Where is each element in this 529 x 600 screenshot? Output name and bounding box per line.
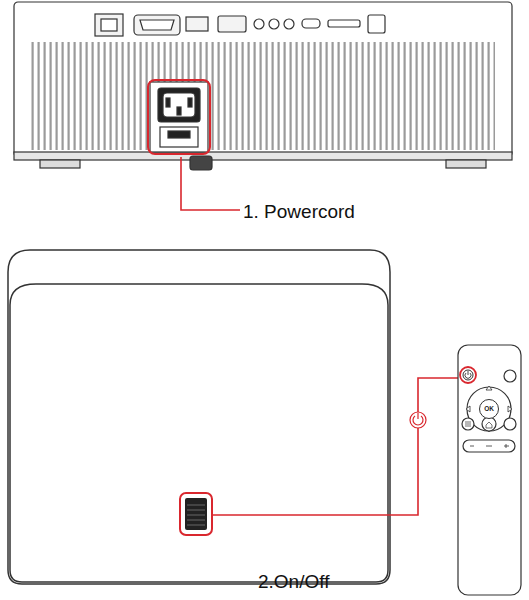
leader-line bbox=[213, 378, 458, 515]
button-text: OK bbox=[484, 406, 494, 413]
projector-top bbox=[8, 250, 390, 584]
callout-label: 2.On/Off bbox=[258, 572, 329, 591]
leader-line bbox=[181, 157, 240, 210]
projector-back bbox=[14, 2, 512, 170]
remote-control bbox=[458, 345, 521, 595]
ok-button: OK bbox=[479, 399, 499, 419]
callout-label: 1. Powercord bbox=[243, 202, 355, 221]
